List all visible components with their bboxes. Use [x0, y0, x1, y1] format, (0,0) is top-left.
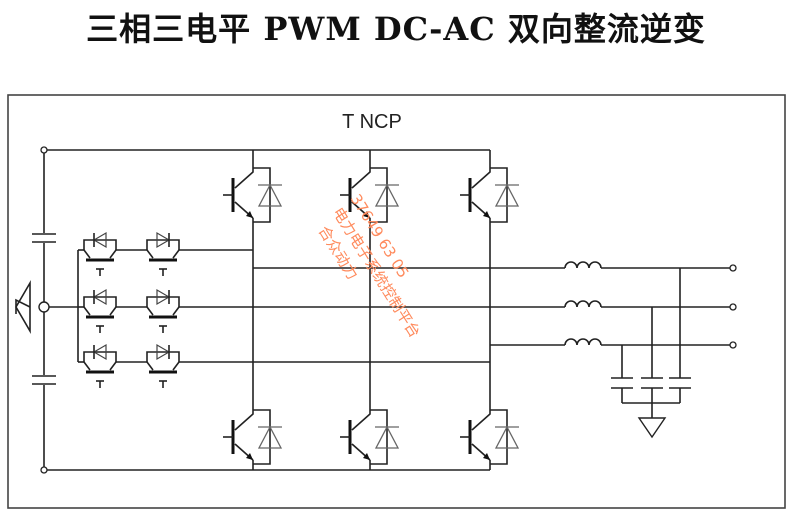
diode-icon: [374, 425, 400, 449]
diode-icon: [494, 425, 520, 449]
switch-emitter: [146, 361, 180, 371]
diagram-border: [7, 94, 786, 509]
diode-frame: [370, 409, 388, 465]
igbt-collector: [471, 402, 491, 431]
lower-igbt-2: [340, 392, 400, 470]
diode-icon: [494, 183, 520, 207]
diode-frame: [253, 409, 271, 465]
topology-label: T NCP: [342, 111, 402, 133]
switch-frame: [83, 296, 117, 307]
bidir-switch-right-3: [146, 343, 180, 388]
ac-output-terminal-3: [729, 341, 737, 349]
bidir-switch-right-1: [146, 231, 180, 276]
filter-capacitor-1: [611, 377, 633, 403]
igbt-arrow-icon: [246, 211, 253, 218]
igbt-arrow-icon: [246, 453, 253, 460]
diode-icon: [257, 183, 283, 207]
upper-igbt-1: [223, 150, 283, 228]
diode-frame: [253, 167, 271, 223]
dc-capacitor-lower: [32, 375, 56, 385]
diode-frame: [490, 409, 508, 465]
igbt-arrow-icon: [363, 211, 370, 218]
igbt-collector: [351, 160, 371, 189]
switch-emitter: [146, 249, 180, 259]
lower-igbt-1: [223, 392, 283, 470]
switch-emitter: [83, 306, 117, 316]
watermark: 合众动力 电力电子系统控制平台 37649 63 05: [315, 191, 424, 341]
neutral-triangle-icon: [15, 280, 31, 334]
igbt-collector: [471, 160, 491, 189]
switch-frame: [146, 351, 180, 362]
bidir-switch-left-3: [83, 343, 117, 388]
switch-diode-icon: [92, 288, 107, 306]
neutral-node: [38, 301, 50, 313]
switch-emitter: [83, 249, 117, 259]
inductor-coil: [564, 338, 602, 346]
switch-diode-icon: [92, 343, 107, 361]
bidir-switch-left-1: [83, 231, 117, 276]
neutral-ground-symbol: [15, 298, 31, 314]
inductor-2: [564, 300, 730, 308]
igbt-arrow-icon: [483, 211, 490, 218]
dc-negative-terminal: [40, 466, 48, 474]
dc-positive-terminal: [40, 146, 48, 154]
switch-diode-icon: [156, 288, 171, 306]
switch-diode-icon: [156, 231, 171, 249]
switch-frame: [83, 239, 117, 250]
switch-diode-icon: [156, 343, 171, 361]
bidir-switch-right-2: [146, 288, 180, 333]
ground-icon: [637, 417, 667, 439]
switch-emitter: [146, 306, 180, 316]
page-title: 三相三电平 PWM DC-AC 双向整流逆变: [86, 10, 706, 48]
ac-output-terminal-1: [729, 264, 737, 272]
ac-output-terminal-2: [729, 303, 737, 311]
filter-capacitor-2: [641, 377, 663, 403]
igbt-arrow-icon: [363, 453, 370, 460]
inductor-1: [564, 261, 730, 269]
dc-capacitor-upper: [32, 233, 56, 243]
diode-frame: [490, 167, 508, 223]
diode-frame: [370, 167, 388, 223]
switch-emitter: [83, 361, 117, 371]
bidir-switch-left-2: [83, 288, 117, 333]
igbt-arrow-icon: [483, 453, 490, 460]
filter-capacitor-3: [669, 377, 691, 403]
igbt-collector: [234, 402, 254, 431]
switch-frame: [83, 351, 117, 362]
inductor-coil: [564, 300, 602, 308]
inductor-coil: [564, 261, 602, 269]
switch-frame: [146, 239, 180, 250]
lower-igbt-3: [460, 392, 520, 470]
igbt-collector: [351, 402, 371, 431]
switch-diode-icon: [92, 231, 107, 249]
igbt-collector: [234, 160, 254, 189]
diode-icon: [374, 183, 400, 207]
upper-igbt-2: [340, 150, 400, 228]
switch-frame: [146, 296, 180, 307]
inductor-3: [564, 338, 730, 346]
diode-icon: [257, 425, 283, 449]
upper-igbt-3: [460, 150, 520, 228]
